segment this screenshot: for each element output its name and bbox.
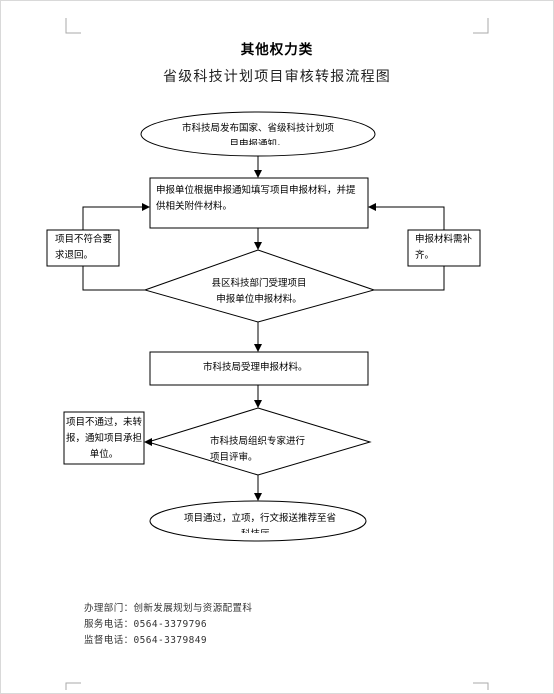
footer-supervise-phone: 监督电话：0564-3379849 <box>84 635 207 646</box>
end-ellipse <box>149 500 367 542</box>
crop-marks <box>65 18 489 690</box>
side-left-2-box <box>63 411 145 465</box>
step1-label: 申报单位根据申报通知填写项目申报材料，并提供相关附件材料。 <box>156 185 356 212</box>
decision2-label: 市科技局组织专家进行项目评审。 <box>210 436 306 463</box>
step2-label: 市科技局受理申报材料。 <box>203 362 308 373</box>
step1-box <box>149 177 369 229</box>
end-label: 项目通过，立项，行文报送推荐至省科技厅。 <box>183 513 336 533</box>
decision1-label: 县区科技部门受理项目申报单位申报材料。 <box>211 278 307 305</box>
side-left-2-label: 项目不通过，未转报，通知项目承担单位。 <box>66 417 143 460</box>
side-right-1-label: 申报材料需补齐。 <box>415 234 473 261</box>
side-right-1-box <box>407 229 481 267</box>
connector-decision1-right <box>374 266 445 291</box>
footer-service-phone: 服务电话：0564-3379796 <box>84 619 207 630</box>
footer-department: 办理部门：创新发展规划与资源配置科 <box>84 603 253 614</box>
document-title: 其他权力类 <box>240 42 314 58</box>
side-left-1-label: 项目不符合要求退回。 <box>55 234 113 261</box>
step2-box <box>149 351 369 386</box>
document-subtitle: 省级科技计划项目审核转报流程图 <box>163 69 391 85</box>
start-label: 市科技局发布国家、省级科技计划项目申报通知。 <box>181 123 334 145</box>
arrow-side-left-1-to-step1 <box>82 203 150 230</box>
connector-decision1-left <box>82 266 145 291</box>
arrow-side-right-1-to-step1 <box>368 203 445 230</box>
